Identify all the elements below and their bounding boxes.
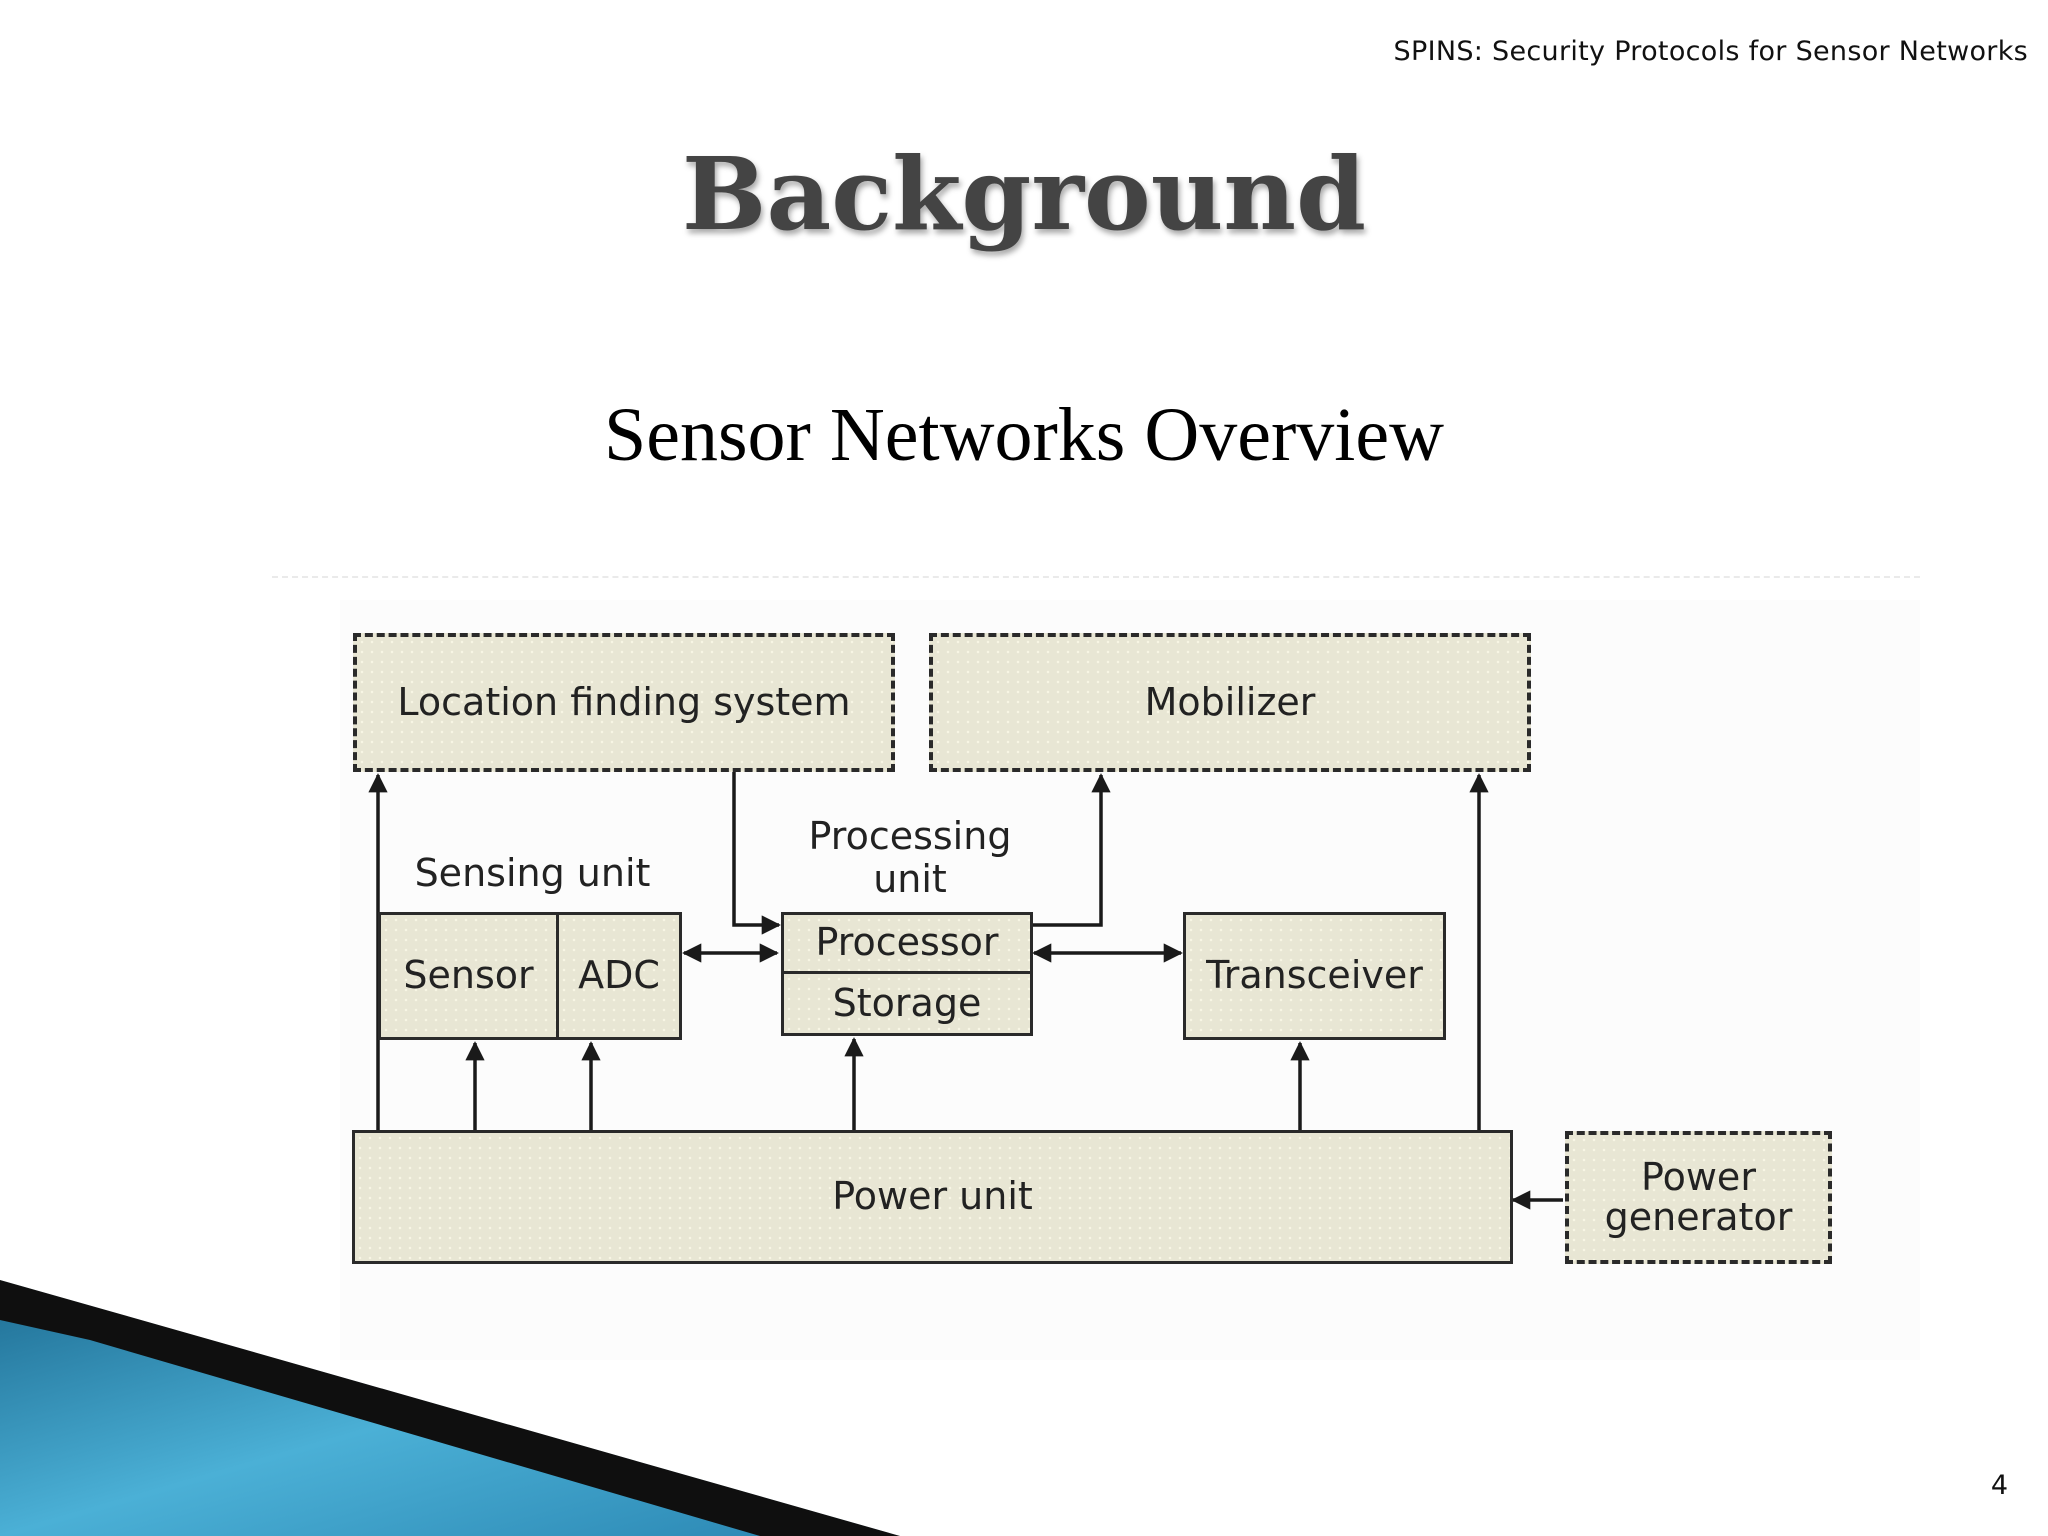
corner-swoosh-decoration bbox=[0, 1280, 900, 1536]
divider bbox=[272, 576, 1920, 578]
location-finding-system-label: Location finding system bbox=[397, 679, 851, 724]
power-unit-box: Power unit bbox=[352, 1130, 1513, 1264]
arrow-processor-to-mobilizer bbox=[1032, 773, 1111, 927]
sensor-box: Sensor bbox=[378, 912, 559, 1040]
arrow-location-to-processor bbox=[732, 772, 781, 935]
power-generator-box: Power generator bbox=[1565, 1131, 1832, 1264]
processor-box: Processor bbox=[781, 912, 1033, 974]
slide-subtitle: Sensor Networks Overview bbox=[603, 393, 1445, 477]
storage-box: Storage bbox=[781, 971, 1033, 1036]
location-finding-system-box: Location finding system bbox=[353, 633, 895, 772]
power-generator-label: Power generator bbox=[1604, 1154, 1793, 1239]
power-unit-label: Power unit bbox=[832, 1174, 1033, 1219]
slide-title: Background bbox=[681, 135, 1367, 253]
processing-unit-label: Processing unit bbox=[808, 814, 1012, 901]
transceiver-label: Transceiver bbox=[1206, 953, 1423, 998]
mobilizer-box: Mobilizer bbox=[929, 633, 1531, 772]
adc-label: ADC bbox=[578, 953, 660, 998]
processor-label: Processor bbox=[815, 920, 999, 965]
mobilizer-label: Mobilizer bbox=[1144, 679, 1316, 724]
slide-header: SPINS: Security Protocols for Sensor Net… bbox=[1393, 36, 2028, 67]
storage-label: Storage bbox=[832, 980, 982, 1025]
adc-box: ADC bbox=[556, 912, 682, 1040]
transceiver-box: Transceiver bbox=[1183, 912, 1446, 1040]
sensor-label: Sensor bbox=[403, 953, 534, 998]
sensing-unit-label: Sensing unit bbox=[414, 851, 651, 895]
page-number: 4 bbox=[1990, 1470, 2008, 1501]
